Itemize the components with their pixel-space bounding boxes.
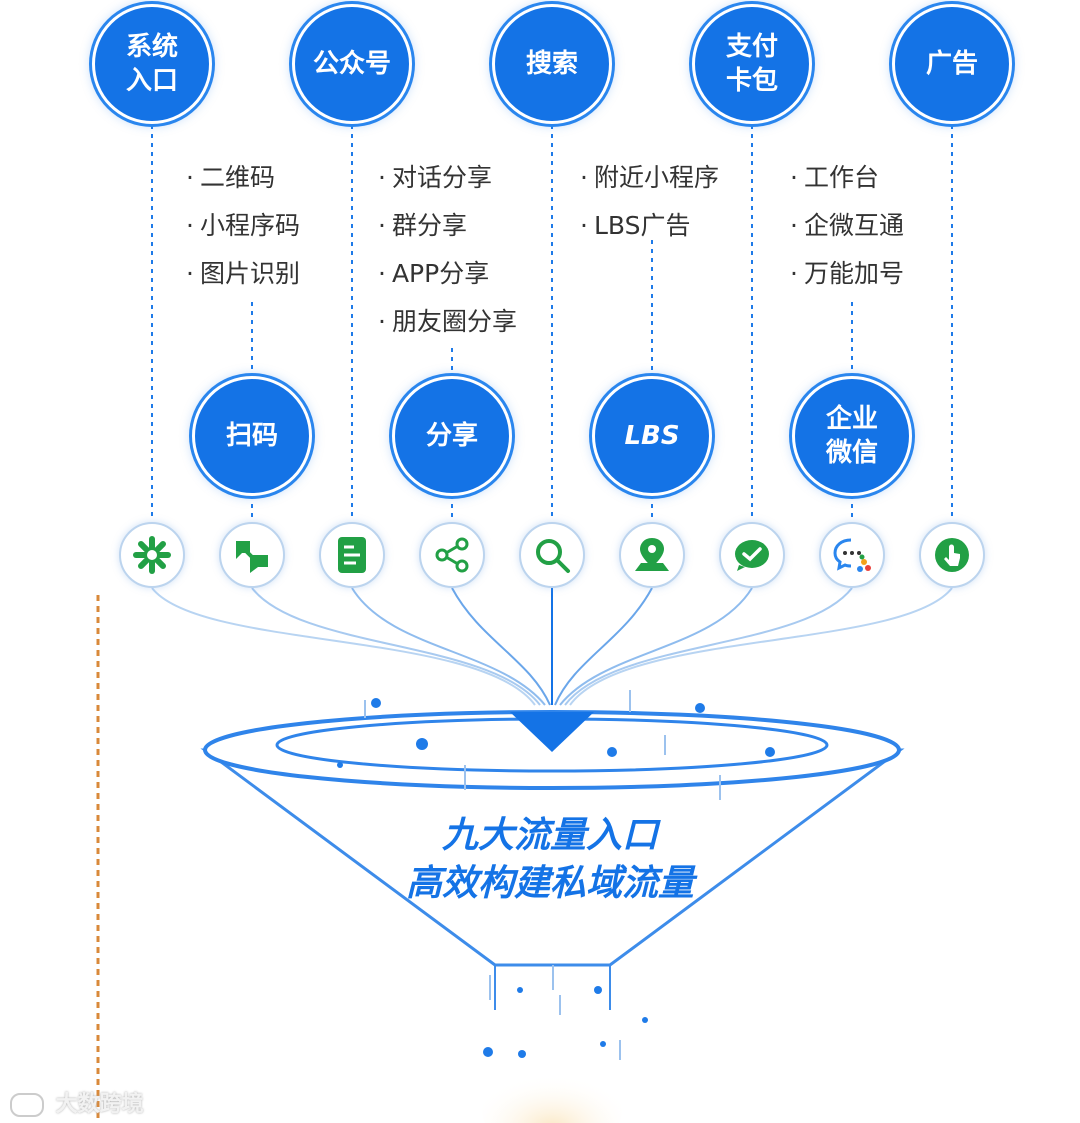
watermark-logo-icon <box>10 1093 44 1117</box>
tap-hand-icon <box>919 522 985 588</box>
entry-share: 分享 <box>392 376 512 496</box>
document-icon <box>319 522 385 588</box>
list-lbs-types: 附近小程序 LBS广告 <box>580 154 719 250</box>
share-icon <box>419 522 485 588</box>
list-item: 图片识别 <box>186 250 300 298</box>
particles <box>337 698 775 1058</box>
stream-3 <box>351 587 546 706</box>
stream-1 <box>151 587 536 706</box>
stream-7 <box>559 587 753 706</box>
entry-scan: 扫码 <box>192 376 312 496</box>
asterisk-icon <box>119 522 185 588</box>
stream-8 <box>564 587 853 706</box>
search-icon <box>519 522 585 588</box>
list-item: 二维码 <box>186 154 300 202</box>
chat-bubble-icon <box>219 522 285 588</box>
list-wecom-types: 工作台 企微互通 万能加号 <box>790 154 904 298</box>
entry-ads: 广告 <box>892 4 1012 124</box>
stream-9 <box>569 587 953 706</box>
list-share-types: 对话分享 群分享 APP分享 朋友圈分享 <box>378 154 517 346</box>
watermark: 大数跨境 <box>10 1086 144 1118</box>
entry-pay-card: 支付 卡包 <box>692 4 812 124</box>
list-scan-types: 二维码 小程序码 图片识别 <box>186 154 300 298</box>
list-item: 小程序码 <box>186 202 300 250</box>
bottom-glow <box>482 1065 622 1123</box>
entry-wecom: 企业 微信 <box>792 376 912 496</box>
list-item: 工作台 <box>790 154 904 202</box>
list-item: 万能加号 <box>790 250 904 298</box>
wecom-icon <box>819 522 885 588</box>
entry-search: 搜索 <box>492 4 612 124</box>
list-item: 朋友圈分享 <box>378 298 517 346</box>
list-item: LBS广告 <box>580 202 719 250</box>
funnel-arrow <box>510 712 594 752</box>
list-item: APP分享 <box>378 250 517 298</box>
list-item: 对话分享 <box>378 154 517 202</box>
watermark-text: 大数跨境 <box>55 1092 144 1117</box>
stream-2 <box>251 587 541 706</box>
stream-6 <box>554 587 653 706</box>
funnel <box>200 710 905 1010</box>
list-item: 企微互通 <box>790 202 904 250</box>
entry-system: 系统 入口 <box>92 4 212 124</box>
funnel-title: 九大流量入口 <box>441 815 658 856</box>
location-pin-icon <box>619 522 685 588</box>
wechat-pay-icon <box>719 522 785 588</box>
entry-official-account: 公众号 <box>292 4 412 124</box>
stream-4 <box>451 587 551 706</box>
list-item: 群分享 <box>378 202 517 250</box>
list-item: 附近小程序 <box>580 154 719 202</box>
entry-lbs: LBS <box>592 376 712 496</box>
funnel-subtitle: 高效构建私域流量 <box>405 863 694 904</box>
